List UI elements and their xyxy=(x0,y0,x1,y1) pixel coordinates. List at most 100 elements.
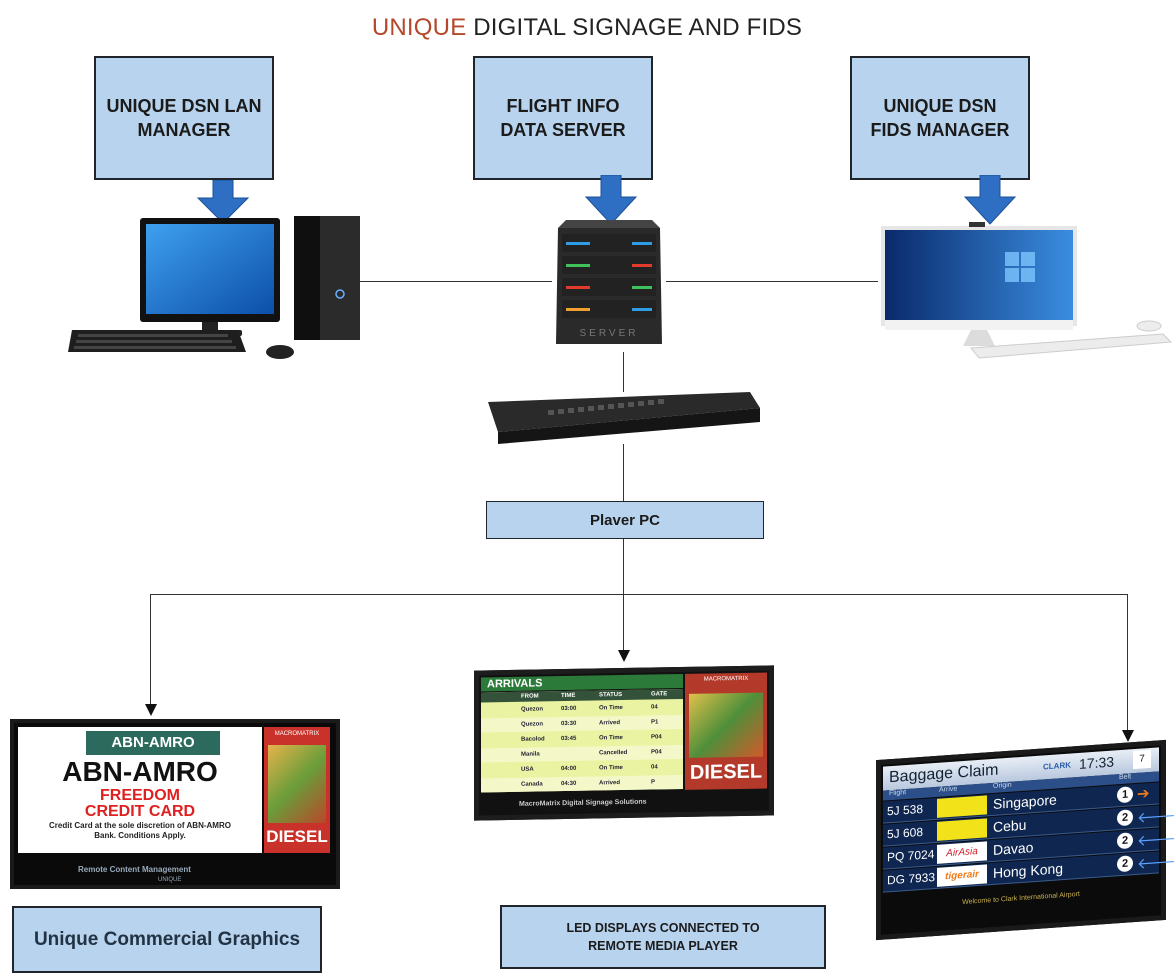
airline-logo xyxy=(937,795,987,818)
link-switch-player xyxy=(623,444,624,502)
table-cell: On Time xyxy=(599,705,623,712)
origin-city: Hong Kong xyxy=(993,860,1064,881)
airline-logo: tigerair xyxy=(937,864,987,887)
server-label: SERVER xyxy=(580,328,639,339)
footer-sub: UNIQUE xyxy=(158,877,182,883)
led-displays-box: LED DISPLAYS CONNECTED TO REMOTE MEDIA P… xyxy=(500,905,826,969)
link-player-bus xyxy=(623,539,624,595)
origin-city: Davao xyxy=(993,839,1034,858)
arrow-down-icon xyxy=(618,650,630,662)
commercial-display: ABN-AMRO ABN-AMRO FREEDOM CREDIT CARD Cr… xyxy=(10,719,340,889)
flight-server-box: FLIGHT INFO DATA SERVER xyxy=(473,56,653,180)
table-row: Canada 04:30 Arrived P xyxy=(481,774,683,793)
ad-line-1: FREEDOM xyxy=(100,787,180,804)
table-cell: 04:30 xyxy=(561,780,577,788)
table-cell: On Time xyxy=(599,735,623,742)
drop-right xyxy=(1127,594,1128,732)
belt-number: 2 xyxy=(1117,855,1133,873)
table-cell: Canada xyxy=(521,781,543,788)
link-server-fids xyxy=(666,281,878,282)
server-icon: SERVER xyxy=(556,220,662,344)
title-accent: UNIQUE xyxy=(371,14,467,41)
table-cell: Bacolod xyxy=(521,736,545,743)
arrivals-column-header: STATUS xyxy=(599,692,623,699)
arrow-left-icon: 🡐 xyxy=(1137,829,1174,850)
col-arrive: Arrive xyxy=(939,785,958,794)
airline-logo: AirAsia xyxy=(937,841,987,864)
flight-number: PQ 7024 xyxy=(887,847,935,865)
flight-number: 5J 538 xyxy=(887,801,924,819)
lan-manager-box: UNIQUE DSN LAN MANAGER xyxy=(94,56,274,180)
table-cell: P xyxy=(651,779,656,786)
side-ad: MACROMATRIX DIESEL xyxy=(264,727,330,853)
flight-number: DG 7933 xyxy=(887,870,936,888)
distribution-bus xyxy=(150,594,1127,595)
link-server-switch xyxy=(623,352,624,392)
table-cell: P1 xyxy=(651,719,659,726)
fids-manager-box: UNIQUE DSN FIDS MANAGER xyxy=(850,56,1030,180)
ad-fine-print: Credit Card at the sole discretion of AB… xyxy=(49,821,231,840)
table-cell: Cancelled xyxy=(599,749,628,757)
side-ad: MACROMATRIX DIESEL xyxy=(685,672,767,790)
arrivals-column-header: GATE xyxy=(651,691,668,698)
side-brand: MACROMATRIX xyxy=(703,675,749,683)
belt-number: 2 xyxy=(1117,809,1133,827)
origin-city: Singapore xyxy=(993,791,1057,812)
col-belt: Belt xyxy=(1119,773,1132,782)
drop-left xyxy=(150,594,151,706)
down-arrow-icon xyxy=(584,175,638,225)
table-cell: Quezon xyxy=(521,721,543,728)
col-origin: Origin xyxy=(993,781,1012,790)
airport-logo: CLARK xyxy=(1043,760,1071,772)
ad-panel: ABN-AMRO ABN-AMRO FREEDOM CREDIT CARD Cr… xyxy=(18,727,262,853)
clock: 17:33 xyxy=(1079,753,1115,772)
table-cell: 04 xyxy=(651,704,658,711)
ad-brand: DIESEL xyxy=(266,827,328,846)
footer-text: Remote Content Management xyxy=(78,865,191,874)
date-badge: 7 xyxy=(1133,749,1151,770)
arrow-right-icon: ➔ xyxy=(1137,784,1150,803)
arrow-left-icon: 🡐 xyxy=(1137,806,1174,827)
table-cell: 03:30 xyxy=(561,720,577,728)
arrow-left-icon: 🡐 xyxy=(1137,852,1174,873)
network-switch-icon xyxy=(488,392,760,444)
table-cell: Arrived xyxy=(599,720,621,727)
table-cell: USA xyxy=(521,766,534,773)
arrivals-column-header: FROM xyxy=(521,693,539,700)
arrow-down-icon xyxy=(145,704,157,716)
bank-logo: ABN-AMRO xyxy=(86,731,220,755)
table-cell: 04:00 xyxy=(561,765,577,773)
airline-logo xyxy=(937,818,987,841)
col-flight: Flight xyxy=(889,789,907,798)
ticker-bar: Remote Content Management UNIQUE xyxy=(18,857,330,883)
origin-city: Cebu xyxy=(993,816,1027,835)
table-cell: P04 xyxy=(651,734,662,741)
table-cell: Manila xyxy=(521,751,540,758)
ad-headline: ABN-AMRO xyxy=(62,756,218,787)
table-cell: Arrived xyxy=(599,780,621,787)
ad-line-2: CREDIT CARD xyxy=(84,803,196,820)
ad-brand: DIESEL xyxy=(689,760,763,784)
belt-number: 1 xyxy=(1117,786,1133,804)
baggage-display: Baggage Claim CLARK 17:33 7 Flight Arriv… xyxy=(876,739,1174,941)
ad-artwork xyxy=(268,745,326,823)
diagram-title: UNIQUE DIGITAL SIGNAGE AND FIDS xyxy=(0,14,1174,42)
ad-artwork xyxy=(689,692,763,758)
down-arrow-icon xyxy=(196,180,250,224)
link-lan-server xyxy=(360,281,552,282)
arrow-down-icon xyxy=(1122,730,1134,742)
all-in-one-pc-icon xyxy=(881,222,1173,359)
side-brand: MACROMATRIX xyxy=(274,731,320,737)
commercial-graphics-box: Unique Commercial Graphics xyxy=(12,906,322,973)
flight-number: 5J 608 xyxy=(887,824,924,842)
player-pc-box: Plaver PC xyxy=(486,501,764,539)
table-cell: P04 xyxy=(651,749,662,756)
drop-center xyxy=(623,594,624,652)
desktop-pc-icon xyxy=(68,216,360,359)
table-cell: 03:00 xyxy=(561,705,577,713)
down-arrow-icon xyxy=(963,175,1017,225)
belt-number: 2 xyxy=(1117,832,1133,850)
footer-text: MacroMatrix Digital Signage Solutions xyxy=(519,798,647,808)
